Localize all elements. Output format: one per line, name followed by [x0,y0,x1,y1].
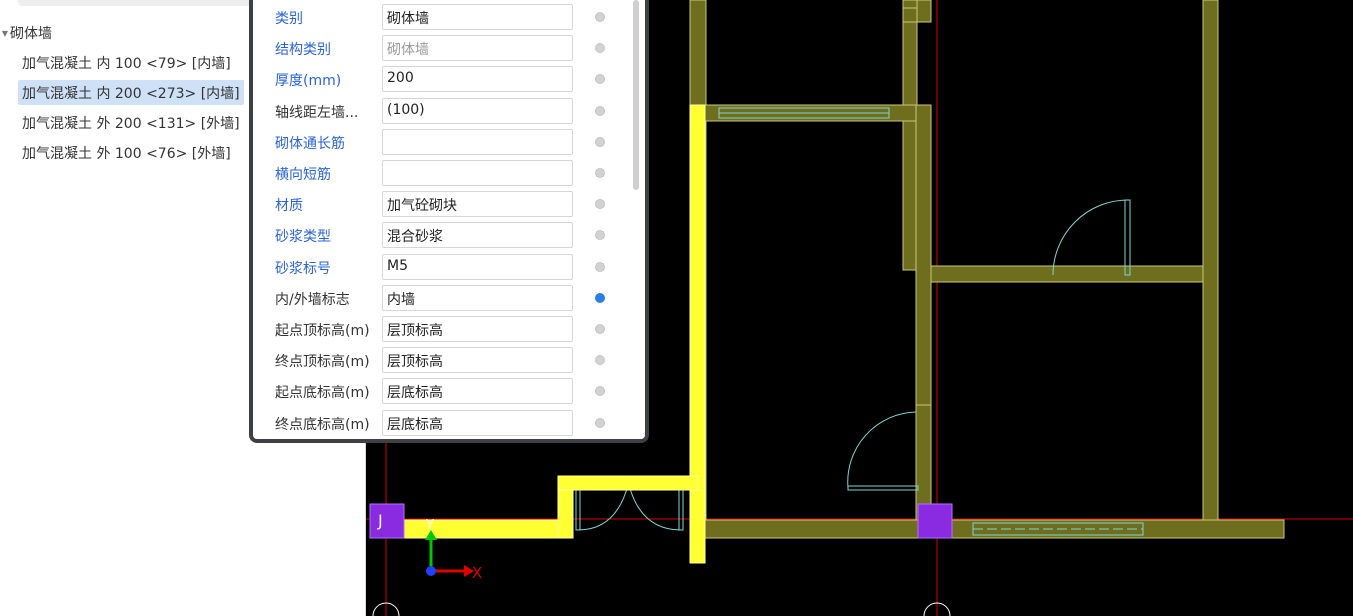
door-openings [575,199,1131,531]
property-label: 起点顶标高(m) [275,323,370,339]
property-attribute-radio[interactable] [595,261,605,272]
tree-item-label: 加气混凝土 外 200 <131> [外墙] [22,115,240,132]
selected-wall-segment [689,104,706,564]
ucs-icon: Y X [425,518,482,582]
property-value-field: 砌体墙 [382,35,573,62]
property-row: 砌体通长筋 [253,127,645,158]
axis-bubble [372,602,400,616]
property-label: 终点底标高(m) [275,416,370,433]
property-scrollbar[interactable] [633,0,639,190]
property-row: 厚度(mm) 200 [253,64,645,95]
property-value-field[interactable]: 砌体墙 [382,4,573,30]
property-row: 材质 加气砼砌块 [253,189,645,220]
property-attribute-radio[interactable] [595,12,605,22]
door-swing-arc [577,484,629,531]
door-leaf [847,485,919,491]
property-label: 类别 [275,11,303,27]
property-label: 砌体通长筋 [275,135,345,152]
property-value-field[interactable]: 层顶标高 [382,316,573,342]
wall-segment [930,265,1204,283]
door-swing-arc [628,484,682,531]
wall-segment [915,104,932,406]
property-row: 起点顶标高(m) 层顶标高 [253,314,645,345]
property-row: 横向短筋 [253,158,645,189]
property-value-field[interactable] [382,128,573,155]
property-attribute-radio[interactable] [595,74,605,85]
property-row: 内/外墙标志 内墙 [253,283,645,314]
property-row: 终点底标高(m) 层底标高 [253,408,645,439]
property-label: 砂浆类型 [275,229,331,246]
selected-wall-segment [557,475,699,491]
tree-node-masonry-wall[interactable]: ▼ 砌体墙 [0,22,52,44]
property-row: 砂浆标号 M5 [253,252,645,283]
property-attribute-radio[interactable] [595,168,605,178]
window-openings [718,107,1144,536]
property-attribute-radio[interactable] [595,386,605,397]
property-label: 起点底标高(m) [275,385,370,402]
property-row: 类别 砌体墙 [253,2,645,33]
tree-node-label: 砌体墙 [10,26,52,42]
property-value-field[interactable]: 加气砼砌块 [382,191,573,218]
tree-item-label: 加气混凝土 内 100 <79> [内墙] [22,55,231,72]
property-row: 起点底标高(m) 层底标高 [253,376,645,407]
property-attribute-radio[interactable] [595,324,605,334]
columns [369,503,953,539]
property-attribute-radio[interactable] [595,230,605,241]
property-value-field[interactable]: M5 [382,253,573,280]
property-value-field[interactable]: (100) [382,97,573,124]
property-attribute-radio[interactable] [595,417,605,428]
property-label: 砂浆标号 [275,260,331,277]
property-label: 材质 [275,198,303,215]
property-attribute-radio[interactable] [595,43,605,54]
wall-segment [902,7,918,23]
property-label: 厚度(mm) [275,73,342,90]
tree-search-bar[interactable] [18,0,268,6]
tree-item-wall-type[interactable]: 加气混凝土 外 200 <131> [外墙] [18,110,244,135]
tree-item-label: 加气混凝土 内 200 <273> [内墙] [22,85,240,102]
property-label: 横向短筋 [275,167,331,183]
tree-item-label: 加气混凝土 外 100 <76> [外墙] [22,145,231,162]
selected-wall-segment [397,519,571,539]
tree-item-wall-type-selected[interactable]: 加气混凝土 内 200 <273> [内墙] [18,80,244,105]
property-value-field[interactable]: 混合砂浆 [382,222,573,249]
property-row: 砂浆类型 混合砂浆 [253,220,645,251]
property-attribute-radio[interactable] [595,136,605,147]
selected-wall [397,104,706,564]
property-row: 结构类别 砌体墙 [253,33,645,64]
wall-segment [1202,0,1219,531]
property-row: 轴线距左墙... (100) [253,96,645,127]
property-attribute-radio[interactable] [595,355,605,366]
column-label: J [377,511,383,530]
tree-item-wall-type[interactable]: 加气混凝土 外 100 <76> [外墙] [18,140,235,165]
wall-segment [916,0,932,23]
door-swing-arc [847,411,917,489]
property-row: 终点顶标高(m) 层顶标高 [253,345,645,376]
property-value-field[interactable]: 200 [382,66,573,93]
property-label: 结构类别 [275,42,331,59]
property-attribute-radio[interactable] [595,199,605,210]
ucs-y-label: Y [425,518,434,533]
property-value-field[interactable]: 层底标高 [382,409,573,436]
column [369,503,405,539]
wall-segment [902,0,918,271]
property-attribute-radio[interactable] [595,292,605,303]
door-leaf [1124,199,1131,276]
chevron-down-icon[interactable]: ▼ [1,28,9,38]
wall-segment [915,404,932,521]
property-label: 内/外墙标志 [275,291,350,308]
axis-bubble [923,602,951,616]
property-label: 终点顶标高(m) [275,354,370,371]
property-value-field[interactable]: 层顶标高 [382,347,573,374]
property-value-field[interactable] [382,160,573,186]
property-value-field[interactable]: 层底标高 [382,378,573,405]
property-attribute-radio[interactable] [595,105,605,116]
property-label: 轴线距左墙... [275,104,359,121]
property-value-field[interactable]: 内墙 [382,284,573,311]
column [917,503,953,539]
door-swing-arc [1052,199,1129,276]
tree-item-wall-type[interactable]: 加气混凝土 内 100 <79> [内墙] [18,50,235,75]
ucs-x-label: X [472,564,482,582]
